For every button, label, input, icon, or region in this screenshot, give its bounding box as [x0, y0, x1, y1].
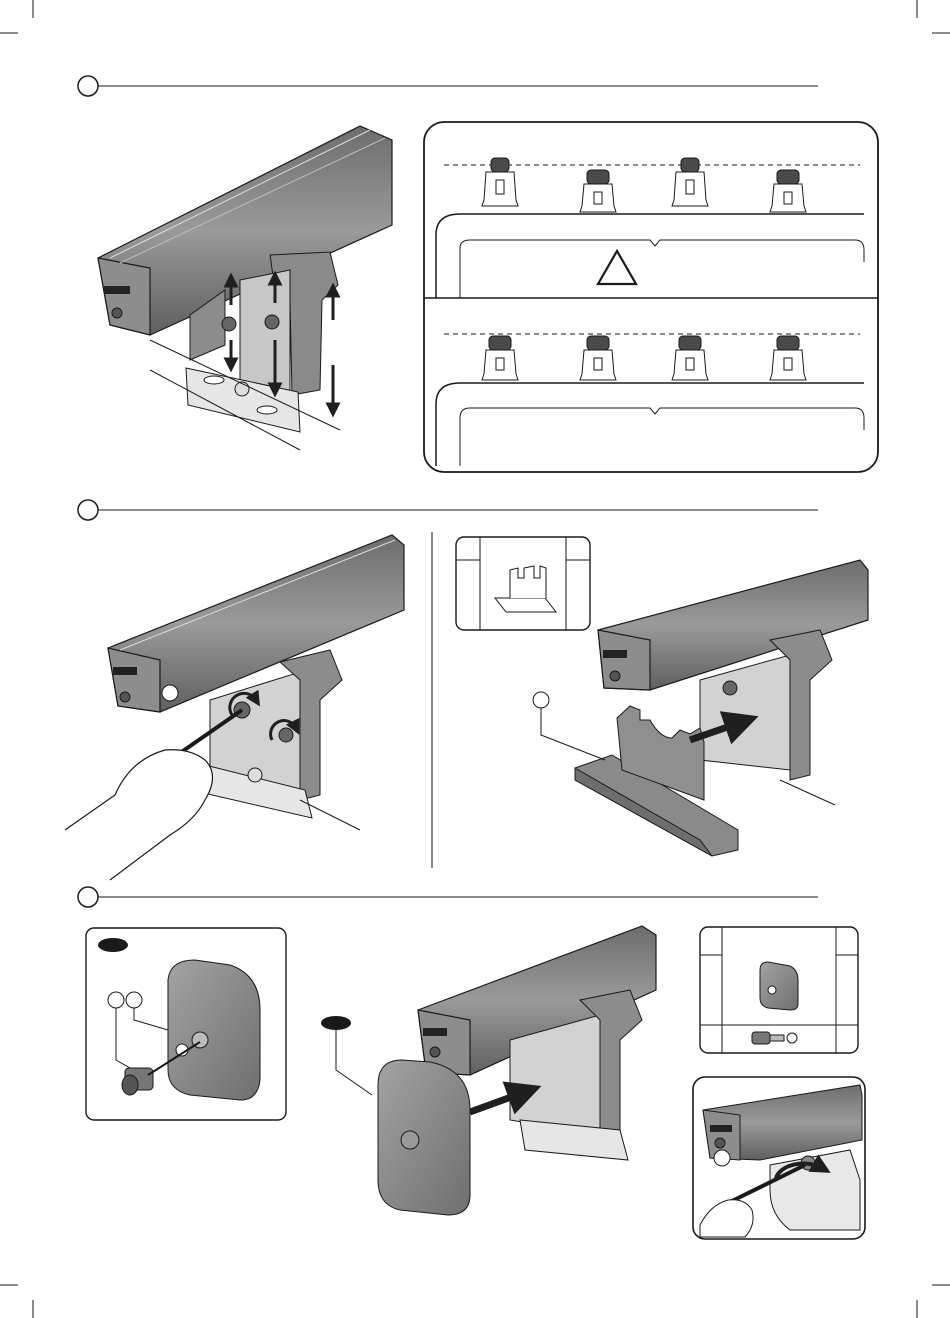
end-cap-logo [113, 667, 137, 675]
end-cap-part-icon [760, 962, 798, 1010]
callout-circle [126, 992, 142, 1008]
end-cap-detail-panel [86, 928, 286, 1120]
step-1-position-panel [424, 122, 878, 472]
step-1 [78, 76, 878, 472]
step-2-tightening [65, 535, 404, 880]
adjust-screw-icon [265, 315, 279, 329]
hand-icon [65, 750, 213, 880]
adjust-screw-icon [222, 317, 236, 331]
step-3-tightening-detail [693, 1077, 865, 1239]
end-cap-icon [378, 1060, 470, 1215]
step-1-circle [78, 76, 98, 96]
end-cap-logo [104, 286, 130, 294]
callout-circle [533, 692, 549, 708]
callout-circle [108, 992, 124, 1008]
step-3-cap-insertion [321, 926, 656, 1215]
end-cap-icon [168, 960, 260, 1100]
step-2 [65, 500, 868, 880]
end-cap-logo [603, 650, 627, 658]
step-2-circle [78, 500, 98, 520]
callout-circle [714, 1150, 730, 1166]
callout-circle [162, 685, 178, 701]
part-tag [321, 1016, 351, 1030]
end-cap-screw-icon [112, 308, 122, 318]
step-3-circle [78, 887, 98, 907]
step-3 [78, 887, 865, 1239]
part-tag [98, 938, 128, 952]
adjust-screw-icon [279, 728, 293, 742]
step-3-parts-inset [700, 927, 858, 1053]
end-cap-logo [423, 1028, 447, 1036]
step-2-spacer [456, 537, 868, 856]
